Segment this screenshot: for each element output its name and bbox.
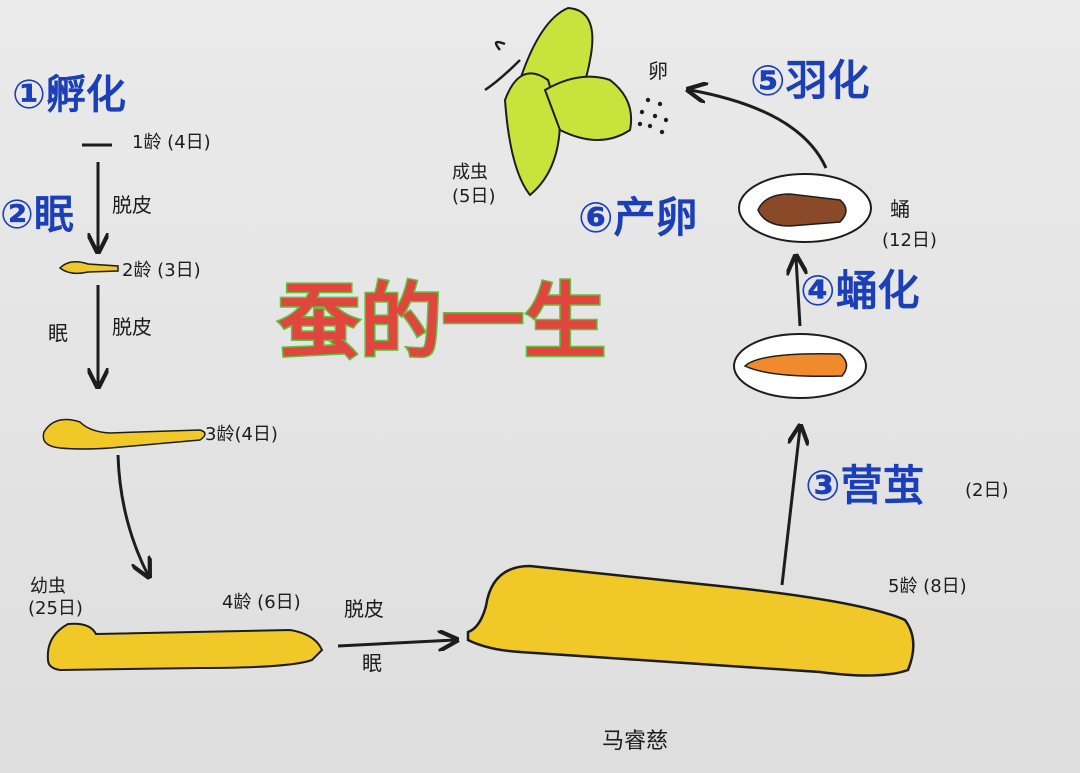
instar3-note: 3龄(4日) bbox=[205, 424, 278, 445]
egg-dots bbox=[637, 97, 669, 135]
instar3-larva bbox=[42, 418, 206, 450]
sleep3-note: 眠 bbox=[362, 651, 382, 675]
instar2-larva bbox=[58, 261, 119, 275]
sleep2-note: 眠 bbox=[48, 321, 68, 345]
instar4-larva bbox=[46, 622, 324, 672]
instar5-note: 5龄 (8日) bbox=[888, 576, 967, 597]
stage-sleep-label: ②眠 bbox=[0, 192, 74, 238]
arrow-to-cocoon bbox=[780, 428, 800, 586]
prepupa-larva bbox=[743, 353, 848, 378]
arrow-to-moth bbox=[690, 90, 828, 169]
cocoon-days-note: (2日) bbox=[965, 480, 1009, 501]
stage-cocoon-label: ③营茧 bbox=[805, 461, 925, 510]
arrow-to-pupa bbox=[796, 258, 800, 327]
stage-hatch-label: ①孵化 bbox=[12, 72, 126, 118]
instar4-note: 4龄 (6日) bbox=[222, 592, 301, 613]
adult-note: 成虫 bbox=[452, 162, 488, 183]
eggs-note: 卵 bbox=[648, 59, 668, 83]
adult-moth bbox=[484, 6, 632, 197]
author-name: 马睿慈 bbox=[602, 729, 668, 754]
larva-days-note: (25日) bbox=[28, 598, 83, 619]
pupa-days-note: (12日) bbox=[882, 230, 937, 251]
molt3-note: 脱皮 bbox=[344, 597, 384, 621]
instar2-note: 2龄 (3日) bbox=[122, 260, 201, 281]
larva-note: 幼虫 bbox=[30, 576, 66, 597]
page-title: 蚕的一生 bbox=[278, 274, 606, 370]
pupa-note: 蛹 bbox=[890, 197, 910, 221]
pupa bbox=[757, 193, 847, 227]
arrow-instar3-to-4 bbox=[116, 454, 148, 575]
stage-pupate-label: ④蛹化 bbox=[800, 266, 920, 315]
instar5-larva bbox=[466, 564, 915, 677]
molt1-note: 脱皮 bbox=[112, 193, 152, 217]
adult-days-note: (5日) bbox=[452, 186, 496, 207]
stage-lay-eggs-label: ⑥产卵 bbox=[578, 193, 698, 242]
arrow-instar4-to-5 bbox=[337, 640, 455, 646]
molt2-note: 脱皮 bbox=[112, 315, 152, 339]
instar1-note: 1龄 (4日) bbox=[132, 132, 211, 153]
stage-emerge-label: ⑤羽化 bbox=[750, 56, 870, 105]
